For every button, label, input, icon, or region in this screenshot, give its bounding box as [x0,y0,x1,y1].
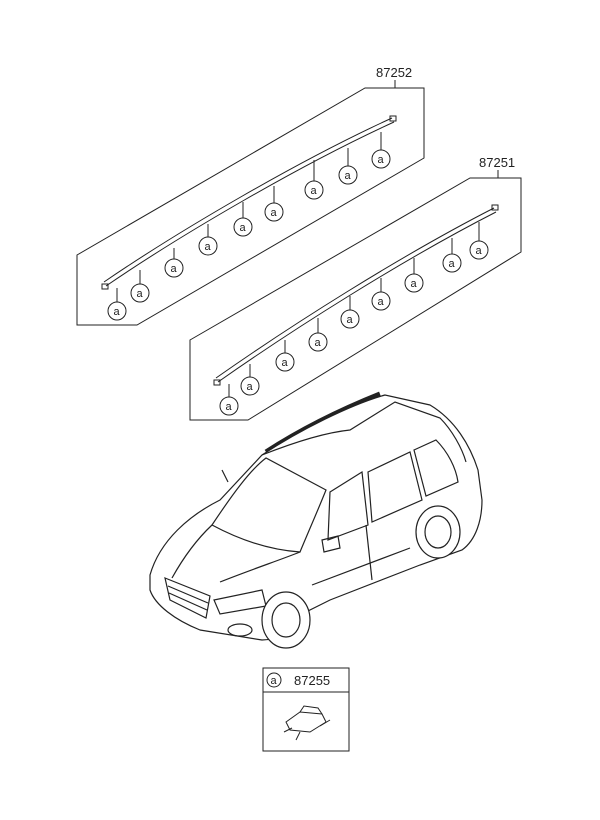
left-rail-clip-callout-letter: a [137,288,144,300]
right-rail-clip-callout [275,352,295,372]
vehicle-side-mirror [321,535,341,553]
right-rail-clip-callout-letter: a [247,381,254,393]
clip-callout-circle [266,672,282,688]
left-rail-start-cap [101,283,109,290]
left-rail-clip-callout-letter: a [205,241,212,253]
right-rail-end-cap [491,204,499,211]
vehicle-grille-bar-2 [168,592,208,611]
left-rail-panel-outline [76,87,425,326]
right-rail-clip-callout [404,273,424,293]
left-rail-clip-callout-letter: a [345,170,352,182]
left-rail-clip-callout [233,217,253,237]
left-rail-clip-callout-letter: a [240,222,247,234]
right-rail-clip-callout [442,253,462,273]
vehicle-body [149,394,483,641]
left-rail-clip-callout [371,149,391,169]
left-rail-clip-callout-letter: a [311,185,318,197]
vehicle-roof-line [261,401,467,463]
left-rail-clip-callout-letter: a [378,154,385,166]
left-rail-strip-top [103,117,393,283]
left-rail-clip-callout [304,180,324,200]
clip-detail-outline [262,667,350,752]
vehicle-rear-wheel [415,505,461,559]
clip-callout-letter: a [271,675,278,687]
left-rail-part-number: 87252 [376,65,412,80]
left-rail-end-cap [389,115,397,122]
left-rail-clips: a a a a a a a a a [107,132,391,321]
right-rail-clip-callout [469,240,489,260]
left-rail-clip-callout-letter: a [171,263,178,275]
vehicle-antenna [221,469,229,483]
clip-leg-left [283,727,293,733]
left-rail-clip-callout [164,258,184,278]
right-rail-panel-outline [189,177,522,421]
right-rail-panel: 87251 a a a a a a a a a [189,155,522,421]
left-rail-clip-callout [130,283,150,303]
left-rail-clip-callout [338,165,358,185]
left-rail-clip-callout [107,301,127,321]
clip-body [285,711,327,733]
right-rail-clip-callout [240,376,260,396]
vehicle-front-door-window [327,470,369,541]
right-rail-clip-callout-letter: a [449,258,456,270]
right-rail-clip-callout [308,332,328,352]
left-rail-strip-bottom [105,121,395,287]
vehicle-hood-edge [171,524,213,579]
vehicle-grille [164,577,211,619]
right-rail-clip-callout-letter: a [378,296,385,308]
clip-detail-box: a 87255 [262,667,350,752]
right-rail-start-cap [213,379,221,386]
right-rail-clip-callout-letter: a [347,314,354,326]
right-rail-clip-callout [340,309,360,329]
vehicle-illustration [149,391,483,649]
vehicle-quarter-window [413,439,459,497]
vehicle-windshield [211,457,327,553]
right-rail-strip-top [215,207,495,379]
right-rail-clip-callout [371,291,391,311]
vehicle-rear-rim [424,515,452,549]
right-rail-clip-callout-letter: a [411,278,418,290]
vehicle-fog-light [227,623,253,637]
vehicle-rear-door-window [367,451,423,523]
right-rail-clip-callout-letter: a [476,245,483,257]
vehicle-front-wheel [261,591,311,649]
vehicle-door-seam [365,524,373,581]
right-rail-strip-bottom [217,211,497,383]
right-rail-clip-callout-letter: a [226,401,233,413]
vehicle-body-crease [311,547,411,586]
vehicle-hood-crease [219,551,301,583]
right-rail-clip-callout-letter: a [315,337,322,349]
left-rail-clip-callout-letter: a [114,306,121,318]
vehicle-front-rim [271,602,301,638]
right-rail-clip-callout-letter: a [282,357,289,369]
right-rail-clip-callout [219,396,239,416]
clip-illustration [283,705,331,741]
left-rail-panel: 87252 a a a a a a a a a [76,65,425,326]
clip-pin [295,731,301,741]
clip-leg-right [319,719,331,727]
right-rail-clips: a a a a a a a a a [219,222,489,416]
left-rail-clip-callout [198,236,218,256]
clip-top [299,705,323,715]
left-rail-clip-callout [264,202,284,222]
clip-part-number: 87255 [294,673,330,688]
right-rail-part-number: 87251 [479,155,515,170]
left-rail-clip-callout-letter: a [271,207,278,219]
vehicle-grille-bar-1 [167,585,209,604]
